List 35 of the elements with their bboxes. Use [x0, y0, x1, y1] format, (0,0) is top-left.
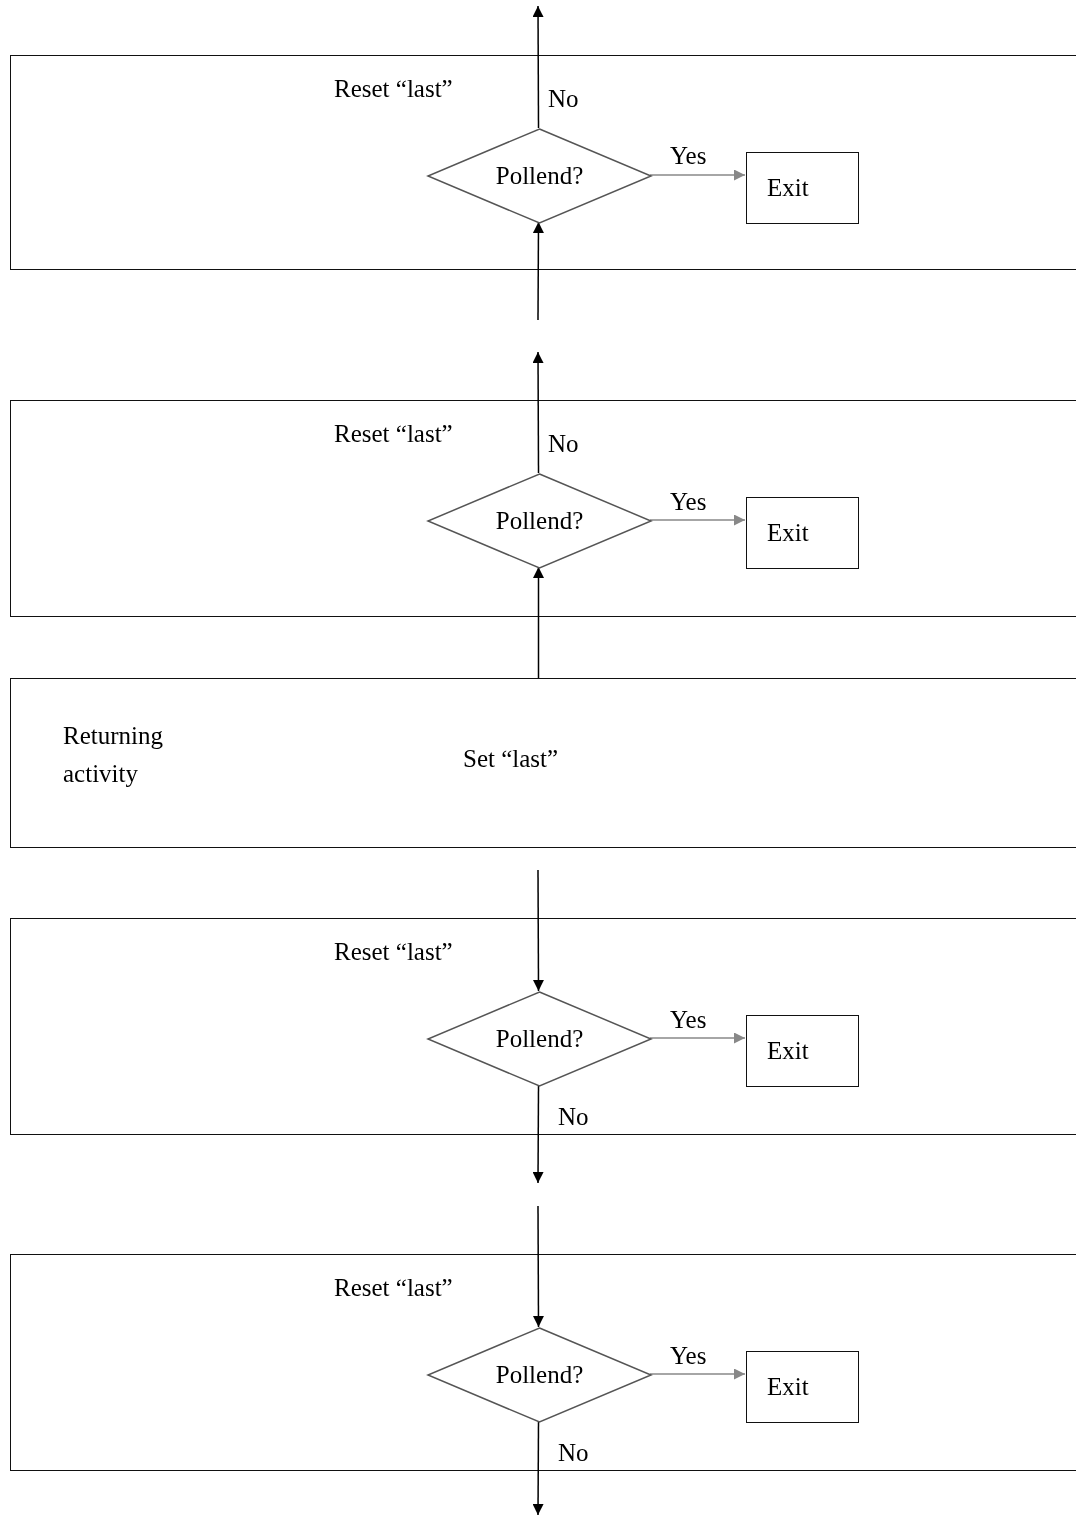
- band-label: Returning activity: [63, 721, 164, 789]
- decision-label: Pollend?: [495, 1025, 584, 1053]
- process-box: Exit: [746, 152, 859, 224]
- decision-label: Pollend?: [495, 507, 584, 535]
- process-band: [10, 55, 1076, 270]
- decision-label: Pollend?: [495, 1361, 584, 1389]
- process-band: [10, 678, 1076, 848]
- arrow: [532, 1420, 544, 1516]
- decision-label: Pollend?: [495, 162, 584, 190]
- process-band: [10, 1254, 1076, 1471]
- decision-diamond: [428, 474, 651, 568]
- process-box: Exit: [746, 497, 859, 569]
- arrow: [533, 566, 544, 679]
- arrow: [649, 1032, 746, 1044]
- band-label: Reset “last”: [334, 937, 454, 967]
- arrow: [532, 869, 544, 992]
- arrow: [532, 5, 544, 129]
- band-label: Reset “last”: [334, 1273, 454, 1303]
- band-label: Reset “last”: [334, 74, 454, 104]
- arrow: [532, 221, 544, 321]
- process-band: [10, 918, 1076, 1135]
- decision-diamond: [428, 992, 651, 1086]
- band-label: Reset “last”: [334, 419, 454, 449]
- process-box: Exit: [746, 1015, 859, 1087]
- band-label: Set “last”: [463, 744, 560, 774]
- arrow: [649, 514, 746, 526]
- arrow: [532, 1084, 544, 1184]
- process-box: Exit: [746, 1351, 859, 1423]
- decision-diamond: [428, 1328, 651, 1422]
- arrow: [649, 169, 746, 181]
- arrow: [532, 1205, 544, 1328]
- arrow: [649, 1368, 746, 1380]
- process-band: [10, 400, 1076, 617]
- decision-diamond: [428, 129, 651, 223]
- arrow: [532, 351, 544, 474]
